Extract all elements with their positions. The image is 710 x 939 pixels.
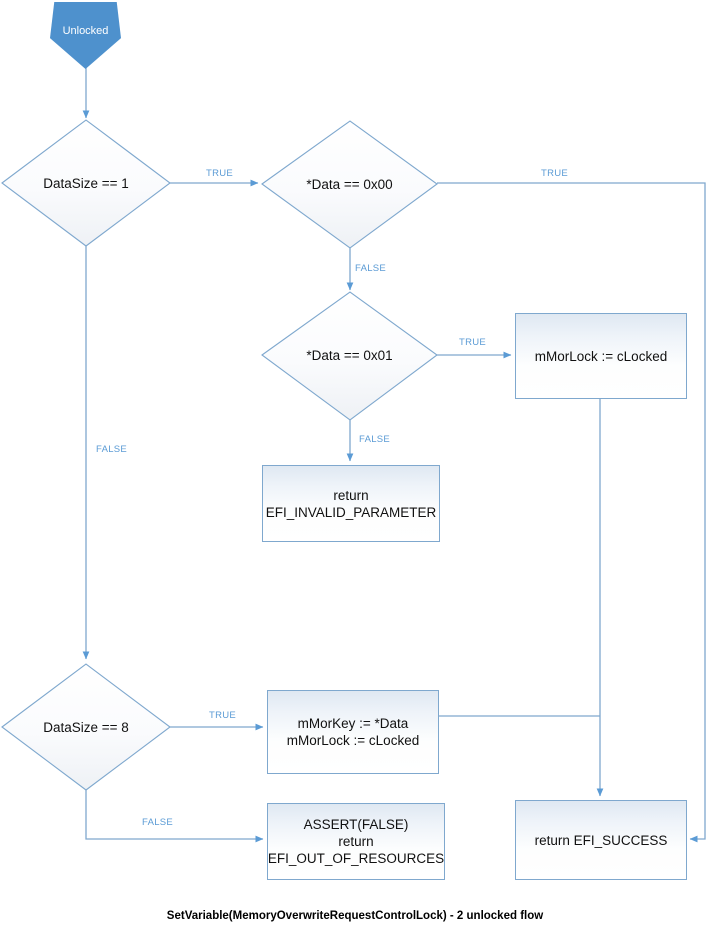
node-process-out-of-resources[interactable]: ASSERT(FALSE) return EFI_OUT_OF_RESOURCE… bbox=[267, 803, 445, 880]
edge-label-data00-true: TRUE bbox=[541, 168, 569, 179]
edge-label-data00-false: FALSE bbox=[355, 263, 387, 274]
diamond-datasize-1 bbox=[1, 119, 171, 247]
diamond-data-01 bbox=[261, 291, 438, 421]
node-process-out-of-resources-label: ASSERT(FALSE) return EFI_OUT_OF_RESOURCE… bbox=[267, 817, 445, 866]
node-process-mmorlock-clocked-label: mMorLock := cLocked bbox=[534, 348, 668, 364]
wire-datasize8-false bbox=[85, 790, 264, 843]
edge-label-datasize8-true: TRUE bbox=[209, 710, 237, 721]
diagram-caption: SetVariable(MemoryOverwriteRequestContro… bbox=[166, 910, 544, 922]
node-process-efi-success[interactable]: return EFI_SUCCESS bbox=[515, 800, 687, 880]
node-process-invalid-parameter[interactable]: return EFI_INVALID_PARAMETER bbox=[262, 465, 440, 542]
node-process-efi-success-label: return EFI_SUCCESS bbox=[534, 832, 668, 848]
node-process-invalid-parameter-label: return EFI_INVALID_PARAMETER bbox=[265, 487, 437, 520]
node-decision-datasize-8-label: DataSize == 8 bbox=[43, 719, 129, 735]
node-decision-data-01[interactable]: *Data == 0x01 bbox=[262, 335, 437, 375]
node-decision-data-00-label: *Data == 0x00 bbox=[306, 176, 393, 192]
node-decision-data-00[interactable]: *Data == 0x00 bbox=[262, 164, 437, 204]
node-decision-data-01-label: *Data == 0x01 bbox=[306, 347, 393, 363]
wire-data00-true bbox=[437, 182, 706, 843]
edge-label-data01-true: TRUE bbox=[459, 337, 487, 348]
edge-label-datasize8-false: FALSE bbox=[142, 817, 174, 828]
node-start-label: Unlocked bbox=[62, 25, 109, 37]
node-process-mmorlock-clocked[interactable]: mMorLock := cLocked bbox=[515, 313, 687, 399]
diamond-data-00 bbox=[261, 120, 438, 249]
node-process-mmorkey-assign[interactable]: mMorKey := *Data mMorLock := cLocked bbox=[267, 690, 439, 774]
node-process-mmorkey-assign-label: mMorKey := *Data mMorLock := cLocked bbox=[286, 716, 420, 748]
edge-label-data01-false: FALSE bbox=[359, 434, 391, 445]
diamond-datasize-8 bbox=[1, 663, 171, 791]
node-decision-datasize-1-label: DataSize == 1 bbox=[43, 175, 129, 191]
node-decision-datasize-8[interactable]: DataSize == 8 bbox=[2, 707, 170, 747]
node-decision-datasize-1[interactable]: DataSize == 1 bbox=[2, 163, 170, 203]
edge-label-datasize1-true: TRUE bbox=[206, 168, 234, 179]
edge-label-datasize1-false: FALSE bbox=[96, 444, 128, 455]
